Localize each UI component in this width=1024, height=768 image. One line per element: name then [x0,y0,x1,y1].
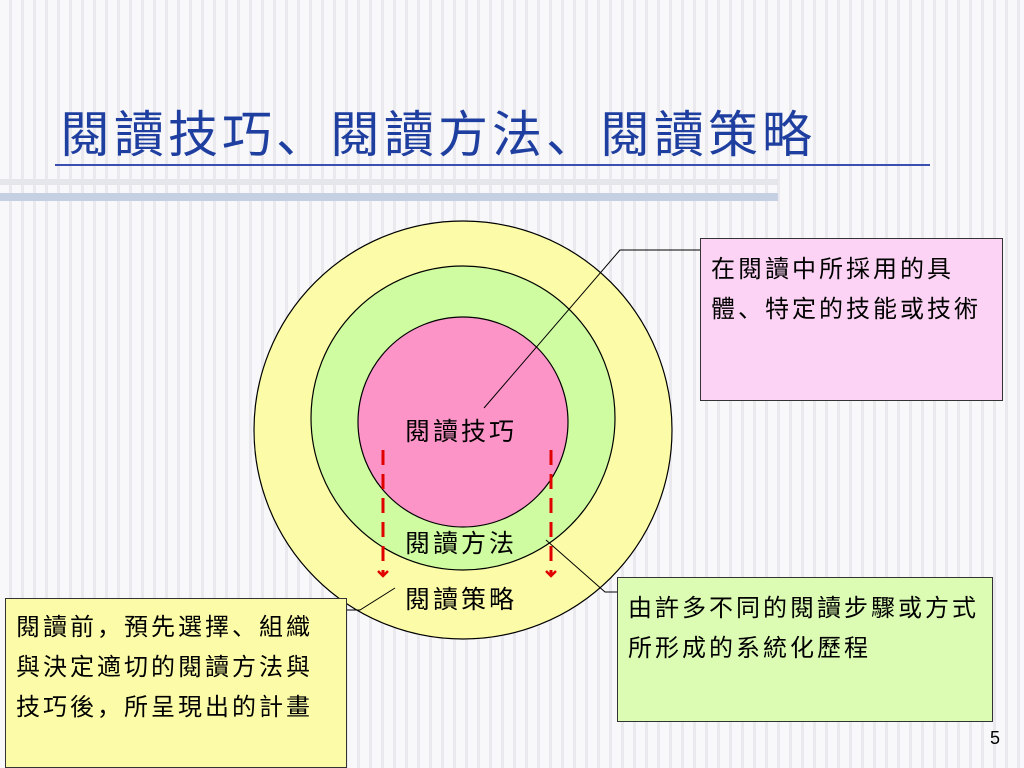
outer-label: 閱讀策略 [405,585,517,614]
callout-line-method [545,539,617,593]
note-box-method: 由許多不同的閱讀步驟或方式所形成的系統化歷程 [617,577,993,722]
note-box-technique: 在閱讀中所採用的具體、特定的技能或技術 [700,238,1003,401]
decorative-band-light [0,179,778,185]
page-number: 5 [989,728,1000,748]
slide-title: 閱讀技巧、閱讀方法、閱讀策略 [60,106,816,164]
middle-label: 閱讀方法 [405,529,517,558]
callout-line-strategy [347,587,396,611]
inner-circle-technique [357,316,569,528]
note-box-strategy: 閱讀前，預先選擇、組織與決定適切的閱讀方法與技巧後，所呈現出的計畫 [5,598,347,768]
title-underline [55,164,930,166]
callout-line-technique [483,249,700,409]
inner-label: 閱讀技巧 [405,417,517,446]
decorative-band-blue [0,193,778,201]
